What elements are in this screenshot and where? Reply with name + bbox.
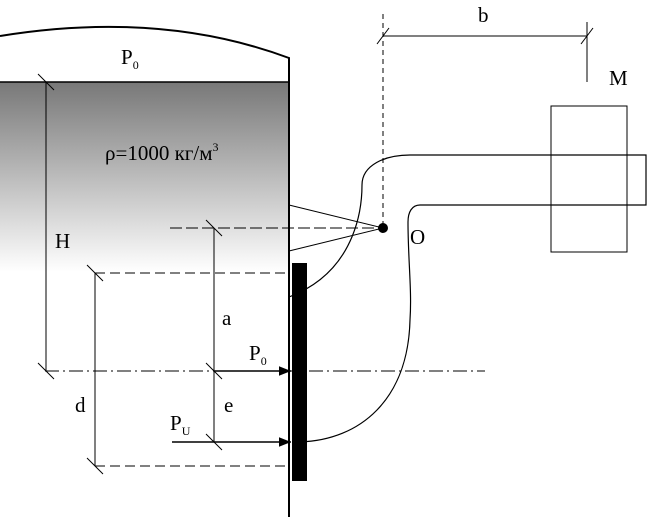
dimension-b-tick-left [376,27,390,45]
dimension-h-tick-bottom [37,362,55,380]
dimension-h-tick-top [37,73,55,91]
tank-outline [0,25,290,517]
dimension-d-tick-bottom [86,457,104,475]
support-rod-lower [288,227,384,252]
label-b: b [478,3,489,27]
label-e: e [224,393,233,417]
label-m: M [609,66,628,90]
label-h: H [55,229,70,253]
counterweight [550,105,628,253]
label-a: a [222,306,232,330]
liquid-region [0,82,289,272]
gate-plate [292,263,307,481]
dimension-a-tick-top [205,219,223,237]
label-d: d [75,393,86,417]
label-p0-arrow: P0 [249,341,267,368]
lever-arm-outer [288,154,647,443]
label-pu-arrow: PU [170,411,191,438]
label-p0-top: P0 [121,45,139,72]
dimension-d-tick-top [86,264,104,282]
support-rod-upper [288,204,384,229]
label-density: ρ=1000 кг/м3 [105,140,219,165]
label-o: O [410,225,425,249]
